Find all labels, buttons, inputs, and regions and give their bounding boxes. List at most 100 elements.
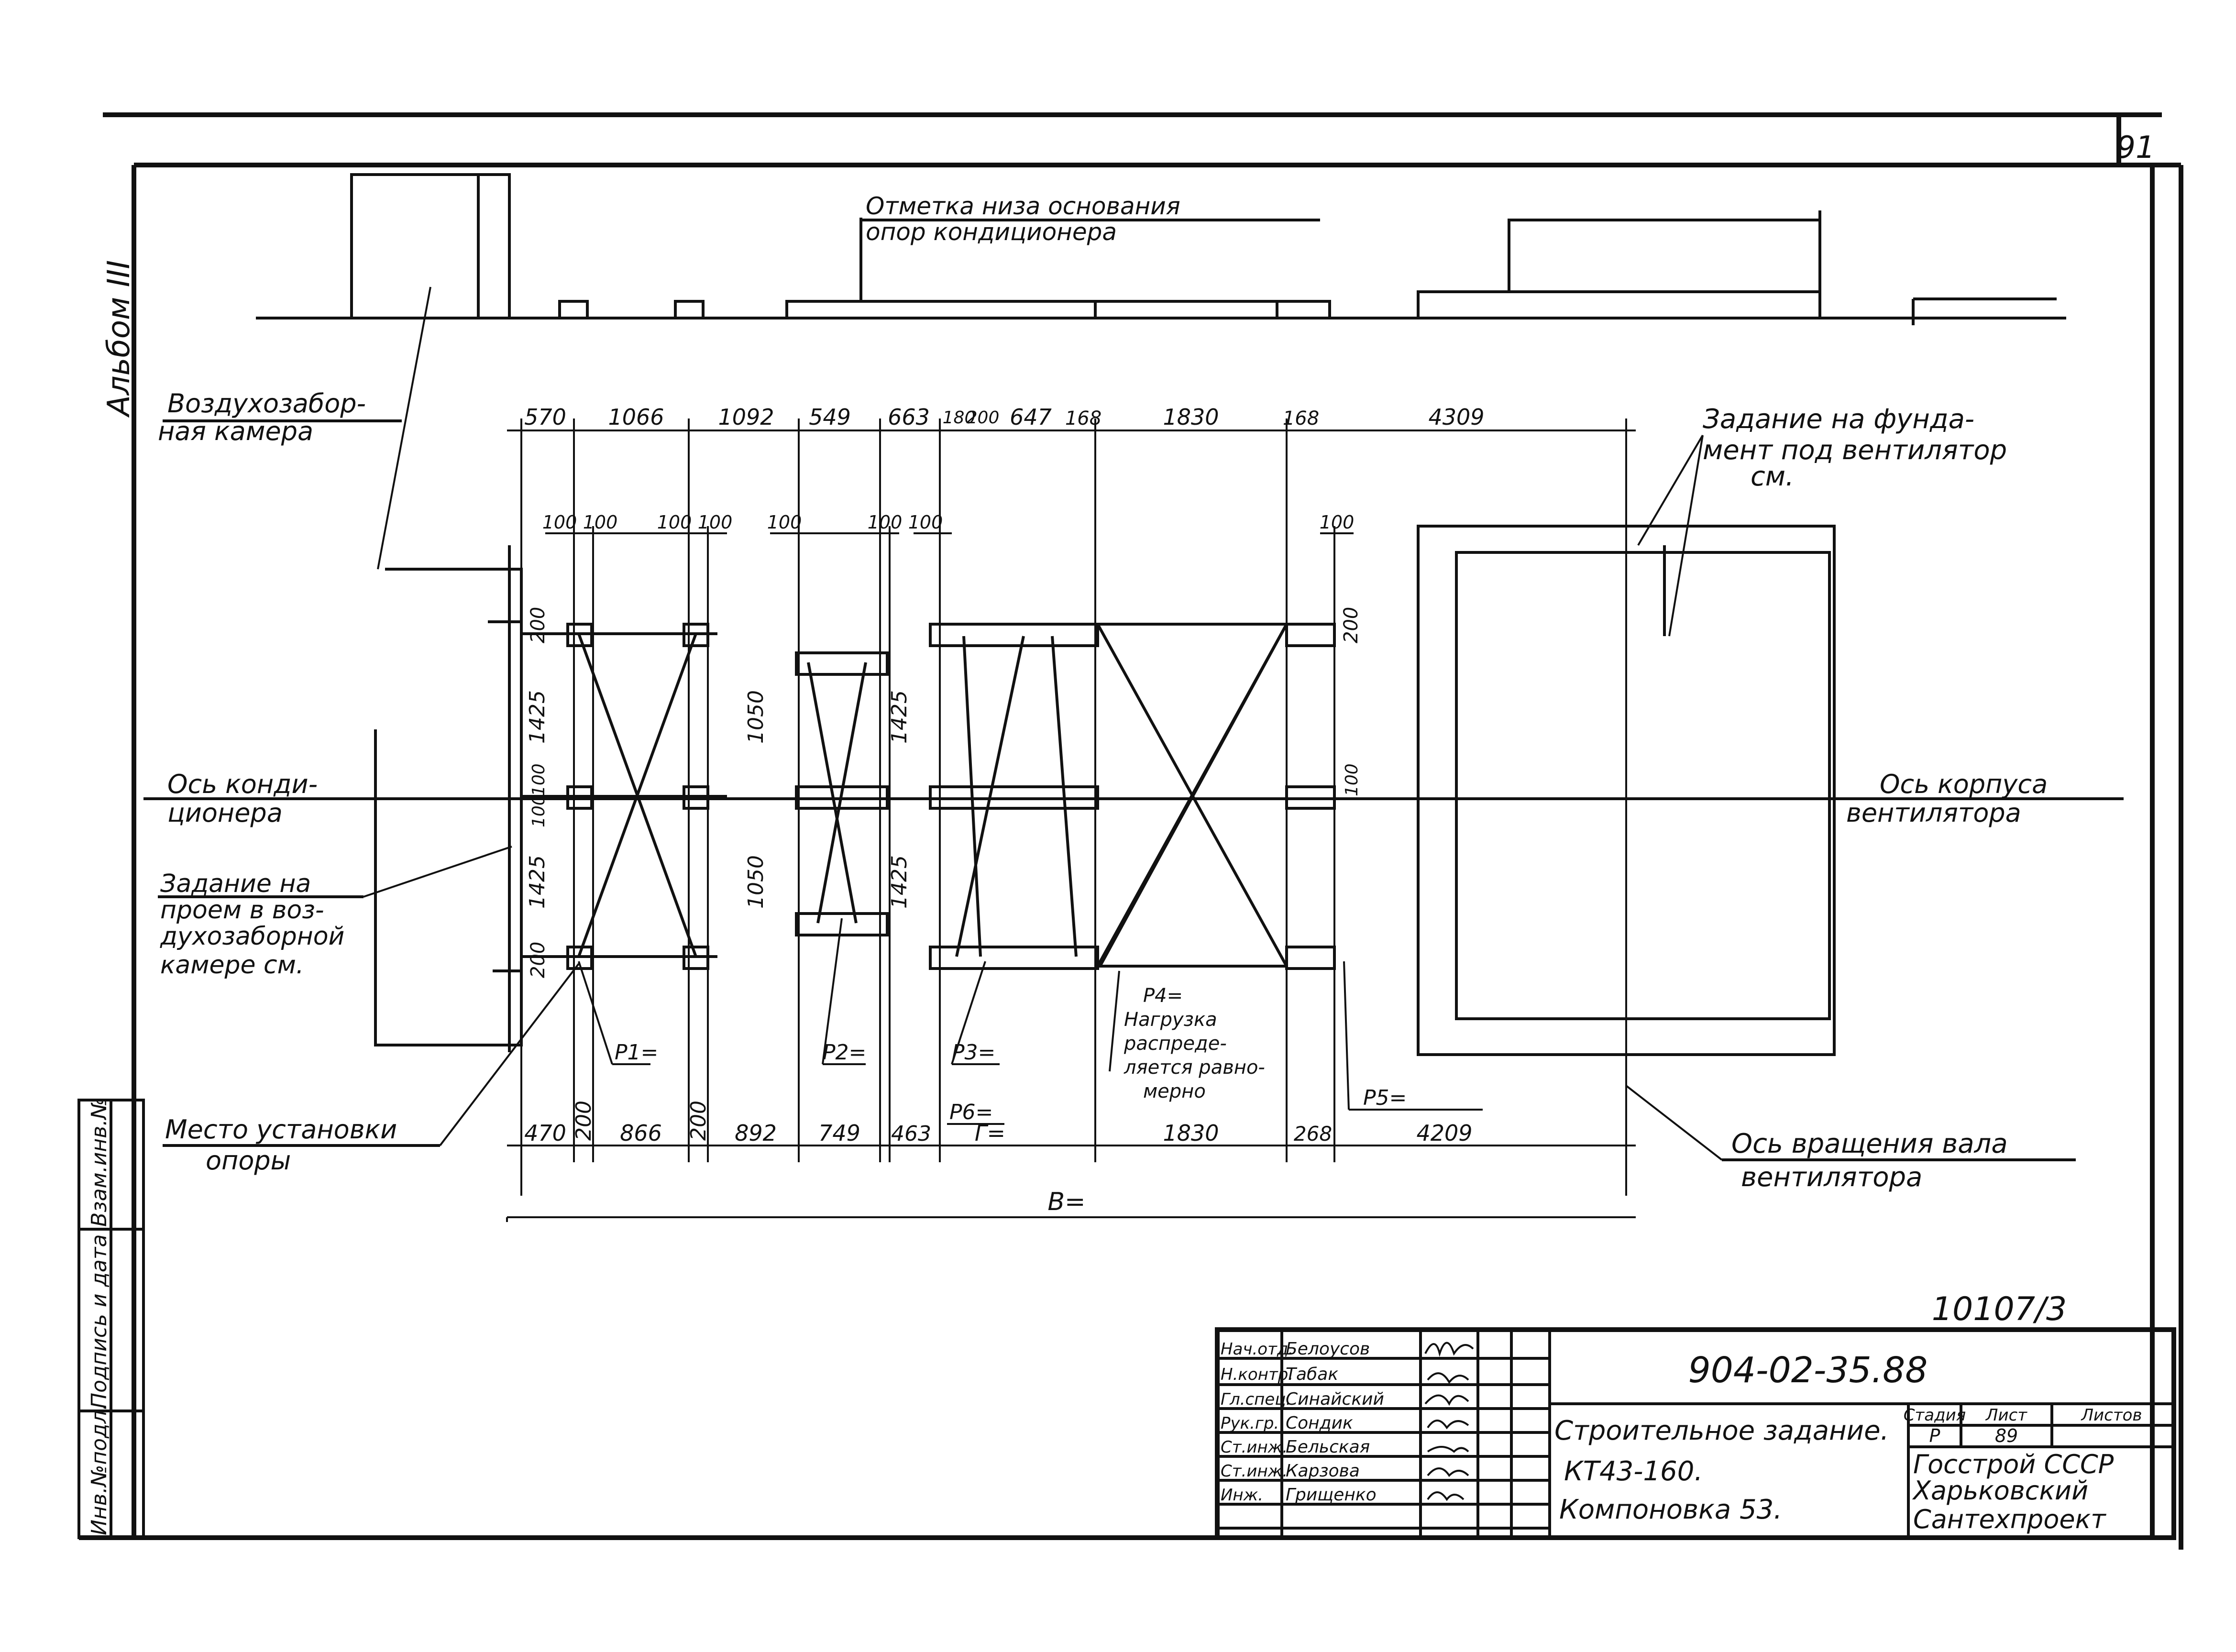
label-opening-2: проем в воз- bbox=[160, 896, 324, 925]
label-ac-axis-1: Ось конди- bbox=[167, 769, 318, 799]
dim-top-1830: 1830 bbox=[1163, 404, 1219, 430]
person-role-1: Нач.отд. bbox=[1221, 1340, 1293, 1359]
label-fan-foundation-2: мент под вентилятор bbox=[1703, 435, 2007, 466]
dim-100-b: 100 bbox=[583, 512, 618, 533]
label-support-2: опоры bbox=[206, 1145, 291, 1176]
dim-overall: В= bbox=[1047, 1188, 1085, 1216]
plan-view bbox=[143, 419, 2124, 1222]
dim-bot-4209: 4209 bbox=[1416, 1120, 1472, 1146]
side-stamp-inv: Инв.№подл. bbox=[87, 1403, 111, 1535]
title-block bbox=[1215, 1327, 2176, 1540]
sheet-frame bbox=[79, 112, 2183, 1550]
stamp-org-1: Госстрой СССР bbox=[1913, 1449, 2114, 1479]
album-label: Альбом III bbox=[101, 260, 137, 418]
person-name-3: Синайский bbox=[1286, 1389, 1384, 1409]
label-shaft-axis-1: Ось вращения вала bbox=[1731, 1128, 2008, 1159]
load-labels: Р1= Р2= Р3= Р6= Р5= bbox=[578, 918, 1483, 1125]
vdim-1425-c: 1425 bbox=[887, 690, 912, 744]
dim-100-g: 100 bbox=[908, 512, 943, 533]
load-note-3: распреде- bbox=[1124, 1033, 1227, 1055]
load-p1: Р1= bbox=[615, 1040, 658, 1065]
vdim-100-a: 100 bbox=[529, 763, 549, 796]
dim-bot-200a: 200 bbox=[572, 1101, 596, 1141]
load-p5: Р5= bbox=[1363, 1086, 1407, 1110]
vdim-1050-b: 1050 bbox=[744, 855, 768, 909]
elevation-note-line2: опор кондиционера bbox=[866, 218, 1117, 246]
side-stamp bbox=[77, 1099, 145, 1539]
dim-top-1066: 1066 bbox=[608, 404, 664, 430]
stamp-org-2: Харьковский bbox=[1912, 1476, 2088, 1506]
sheet-number: 91 bbox=[2116, 130, 2155, 165]
dim-100-f: 100 bbox=[868, 512, 903, 533]
dim-bot-268: 268 bbox=[1294, 1122, 1332, 1145]
vdim-200-b: 200 bbox=[527, 942, 549, 978]
dim-100-c: 100 bbox=[657, 512, 692, 533]
person-name-1: Белоусов bbox=[1286, 1339, 1370, 1359]
label-ac-axis-2: ционера bbox=[167, 798, 283, 828]
dim-bot-200b: 200 bbox=[686, 1101, 711, 1141]
person-role-7: Инж. bbox=[1221, 1486, 1263, 1505]
dim-bot-470: 470 bbox=[524, 1120, 566, 1146]
person-role-3: Гл.спец. bbox=[1221, 1390, 1291, 1409]
label-opening-3: духозаборной bbox=[160, 922, 344, 951]
load-note: Р4= Нагрузка распреде- ляется равно- мер… bbox=[1109, 970, 1265, 1102]
stamp-title-3: Компоновка 53. bbox=[1559, 1494, 1782, 1525]
stamp-sheet-header: Лист bbox=[1985, 1406, 2027, 1425]
label-opening-1: Задание на bbox=[160, 870, 311, 898]
dim-top-168b: 168 bbox=[1283, 407, 1319, 430]
label-fan-axis-2: вентилятора bbox=[1846, 798, 2021, 828]
dim-bot-1830: 1830 bbox=[1163, 1120, 1219, 1146]
vdim-100-b: 100 bbox=[529, 794, 549, 827]
top-dims: 570 1066 1092 549 663 180 200 647 168 18… bbox=[524, 404, 1484, 430]
side-stamp-replace: Взам.инв.№ bbox=[87, 1097, 111, 1227]
vdim-1050-a: 1050 bbox=[744, 690, 768, 744]
person-role-6: Ст.инж. bbox=[1221, 1462, 1288, 1481]
load-p6: Р6= bbox=[949, 1100, 993, 1124]
stamp-sheets-header: Листов bbox=[2080, 1406, 2142, 1425]
doc-id: 10107/3 bbox=[1932, 1290, 2067, 1328]
load-note-4: ляется равно- bbox=[1124, 1057, 1265, 1079]
elevation-view bbox=[256, 173, 2066, 325]
label-support-1: Место установки bbox=[165, 1114, 397, 1145]
vdim-1425-a: 1425 bbox=[525, 690, 550, 744]
dim-top-570: 570 bbox=[524, 404, 566, 430]
dim-100-a: 100 bbox=[542, 512, 577, 533]
load-note-2: Нагрузка bbox=[1124, 1009, 1217, 1031]
stamp-people: Нач.отд. Белоусов Н.контр. Табак Гл.спец… bbox=[1221, 1339, 1384, 1505]
vertical-dims: 200 1425 100 100 1425 200 1050 1050 1425… bbox=[525, 607, 1362, 978]
label-fan-foundation-3: см. bbox=[1751, 461, 1794, 492]
person-name-6: Карзова bbox=[1286, 1461, 1360, 1481]
stamp-sheet-value: 89 bbox=[1995, 1425, 2018, 1446]
dim-top-168a: 168 bbox=[1065, 407, 1101, 430]
label-fan-axis-1: Ось корпуса bbox=[1880, 769, 2048, 799]
side-stamp-sign: Подпись и дата bbox=[87, 1234, 111, 1409]
load-note-5: мерно bbox=[1143, 1080, 1206, 1102]
label-air-chamber-1: Воздухозабор- bbox=[167, 388, 366, 419]
dim-top-1092: 1092 bbox=[718, 404, 774, 430]
dim-top-549: 549 bbox=[809, 404, 851, 430]
person-name-5: Бельская bbox=[1286, 1437, 1370, 1457]
dim-100-e: 100 bbox=[767, 512, 802, 533]
load-note-1: Р4= bbox=[1143, 985, 1183, 1007]
dim-bot-892: 892 bbox=[735, 1120, 777, 1146]
dim-100-d: 100 bbox=[698, 512, 733, 533]
dim-bot-749: 749 bbox=[818, 1120, 860, 1146]
person-role-4: Рук.гр. bbox=[1221, 1414, 1279, 1433]
person-name-4: Сондик bbox=[1286, 1413, 1353, 1433]
person-name-7: Грищенко bbox=[1286, 1485, 1377, 1505]
dim-top-180: 180 bbox=[943, 408, 976, 428]
dim-bot-866: 866 bbox=[620, 1120, 662, 1146]
dim-top-4309: 4309 bbox=[1428, 404, 1484, 430]
label-opening-4: камере см. bbox=[160, 951, 304, 980]
vdim-100-c: 100 bbox=[1342, 763, 1362, 796]
load-p3: Р3= bbox=[952, 1040, 995, 1065]
vdim-200-c: 200 bbox=[1340, 607, 1362, 643]
dim-top-663: 663 bbox=[888, 404, 930, 430]
callouts: Воздухозабор- ная камера Ось конди- цион… bbox=[158, 286, 2076, 1193]
stamp-title-2: КТ43-160. bbox=[1564, 1456, 1703, 1487]
person-role-5: Ст.инж. bbox=[1221, 1438, 1288, 1457]
dim-100-h: 100 bbox=[1320, 512, 1355, 533]
vdim-1425-b: 1425 bbox=[525, 855, 550, 909]
label-shaft-axis-2: вентилятора bbox=[1741, 1162, 1922, 1193]
